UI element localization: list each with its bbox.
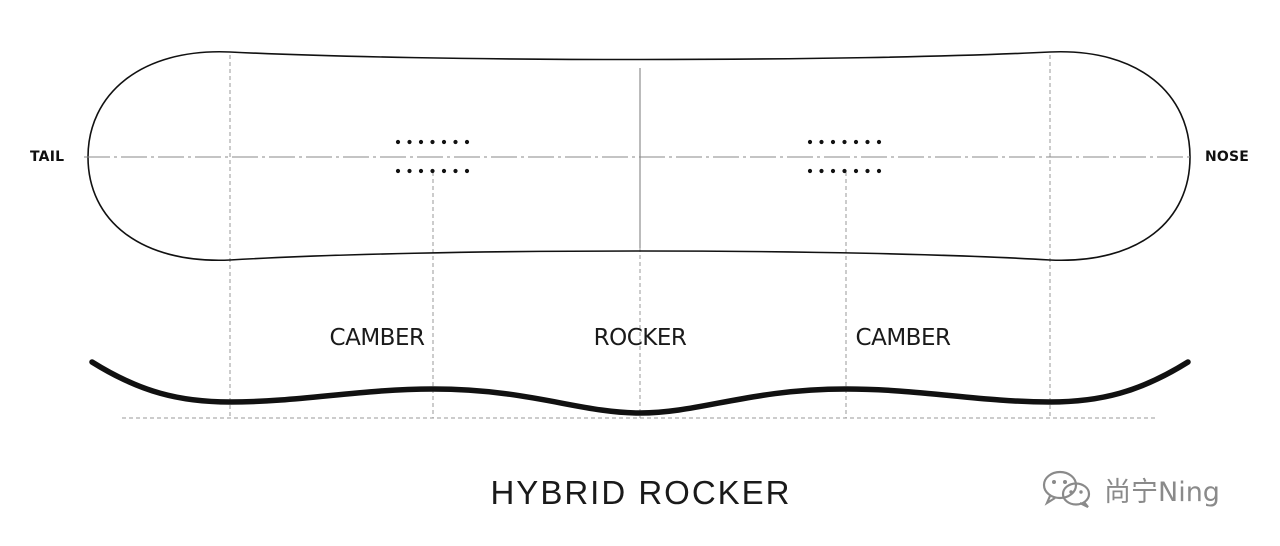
insert-hole	[464, 139, 470, 145]
nose-binding-inserts	[807, 139, 882, 174]
insert-hole	[819, 139, 824, 145]
insert-hole	[441, 168, 447, 174]
insert-hole	[807, 168, 813, 174]
insert-hole	[830, 139, 836, 145]
tail-binding-inserts	[395, 139, 470, 174]
insert-hole	[830, 168, 836, 174]
watermark-text: 尚宁Ning	[1104, 476, 1220, 508]
insert-hole	[453, 139, 458, 145]
board-outline	[87, 51, 1191, 261]
insert-hole	[807, 139, 813, 145]
insert-hole	[407, 168, 412, 174]
insert-hole	[418, 139, 424, 145]
zone-label-tail-camber: CAMBER	[329, 325, 425, 351]
diagram-title: HYBRID ROCKER	[490, 474, 792, 511]
insert-hole	[865, 168, 870, 174]
tail-label: TAIL	[30, 149, 65, 165]
nose-label: NOSE	[1205, 149, 1250, 165]
insert-hole	[842, 139, 847, 145]
zone-label-center-rocker: ROCKER	[593, 325, 687, 351]
vertical-guides	[229, 55, 1051, 418]
insert-hole	[853, 168, 859, 174]
insert-hole	[430, 139, 435, 145]
insert-hole	[407, 139, 412, 145]
insert-hole	[464, 168, 470, 174]
board-profile-curve	[89, 359, 1191, 416]
watermark: 尚宁Ning	[1040, 469, 1220, 509]
wechat-icon	[1042, 470, 1091, 508]
zone-label-nose-camber: CAMBER	[855, 325, 951, 351]
insert-hole	[430, 168, 435, 174]
insert-hole	[453, 168, 458, 174]
insert-hole	[395, 168, 401, 174]
insert-hole	[441, 139, 447, 145]
insert-hole	[418, 168, 424, 174]
insert-hole	[853, 139, 859, 145]
insert-hole	[865, 139, 870, 145]
binding-inserts	[395, 139, 882, 174]
insert-hole	[876, 168, 882, 174]
insert-hole	[842, 168, 847, 174]
insert-hole	[395, 139, 401, 145]
insert-hole	[876, 139, 882, 145]
insert-hole	[819, 168, 824, 174]
